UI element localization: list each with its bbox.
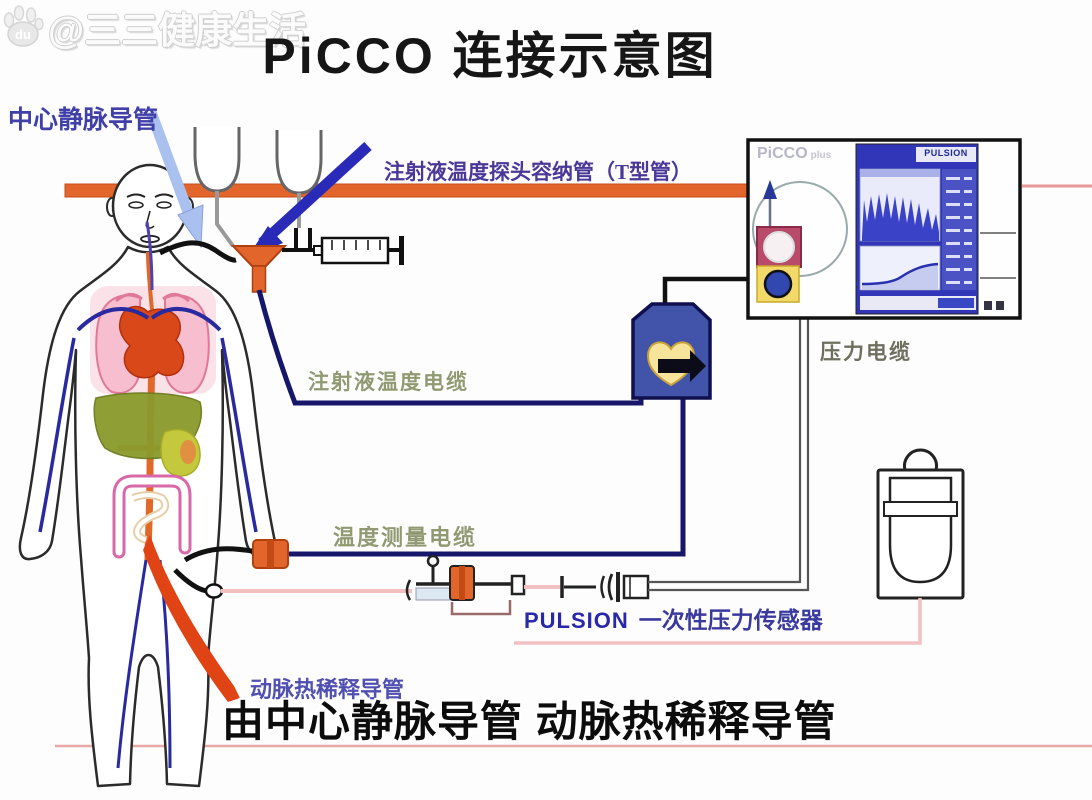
thermodilution-panel xyxy=(859,245,941,291)
pressure-port xyxy=(756,226,802,268)
pulsion-brand-text: PULSION xyxy=(524,608,629,633)
subtitle-caption: 由中心静脉导管 动脉热稀释导管 xyxy=(222,698,837,745)
monitor xyxy=(746,138,1022,320)
baidu-paw-icon: du xyxy=(3,5,44,47)
label-t-tube: 注射液温度探头容纳管（T型管） xyxy=(384,160,693,184)
monitor-screen-logo: PULSION xyxy=(924,148,968,158)
t-piece-funnel xyxy=(230,245,288,293)
label-central-venous-catheter: 中心静脉导管 xyxy=(8,107,159,134)
iv-cup-left xyxy=(193,127,241,248)
femoral-catheter-streak xyxy=(143,535,240,702)
syringe xyxy=(313,236,404,265)
watermark-handle: @三三健康生活 xyxy=(48,10,307,51)
monitor-model-suffix: plus xyxy=(810,150,832,161)
face xyxy=(126,193,174,244)
arrow-right-icon xyxy=(658,350,706,382)
label-arterial-catheter: 动脉热稀释导管 xyxy=(250,677,405,702)
flush-line xyxy=(514,598,922,645)
label-temp-measure-cable: 温度测量电缆 xyxy=(333,525,478,550)
injectate-cable-line xyxy=(256,289,644,406)
temp-cable-line xyxy=(285,398,686,557)
cable-junction-box xyxy=(631,302,712,400)
human-figure xyxy=(18,163,277,788)
monitor-side-panel xyxy=(980,232,1016,310)
monitor-screen xyxy=(855,143,979,315)
up-arrow-icon xyxy=(763,180,777,199)
arterial-line-assembly xyxy=(221,554,650,616)
sensor-text: 一次性压力传感器 xyxy=(638,608,823,633)
label-injectate-temp-cable: 注射液温度电缆 xyxy=(308,370,469,394)
groin-connectors xyxy=(173,539,289,599)
label-pressure-cable: 压力电缆 xyxy=(820,340,912,364)
monitor-model-name: PiCCO xyxy=(757,145,808,162)
temperature-port xyxy=(756,265,800,303)
waveform-panel xyxy=(859,168,941,242)
parameter-column xyxy=(942,169,976,290)
watermark-badge: du xyxy=(15,27,31,42)
junction-to-monitor-line xyxy=(662,276,760,306)
page-title: PiCCO 连接示意图 xyxy=(262,28,718,84)
stopcock xyxy=(415,554,452,601)
pressure-cable-line xyxy=(648,318,810,592)
heart xyxy=(118,305,185,379)
watermark: du @三三健康生活 xyxy=(0,0,1092,54)
label-pressure-sensor: PULSION 一次性压力传感器 xyxy=(524,601,823,635)
intestines xyxy=(112,474,192,559)
cvc-catheter-line xyxy=(158,240,237,263)
pressure-bag xyxy=(876,448,965,600)
light-blue-arrow-icon xyxy=(145,110,204,249)
